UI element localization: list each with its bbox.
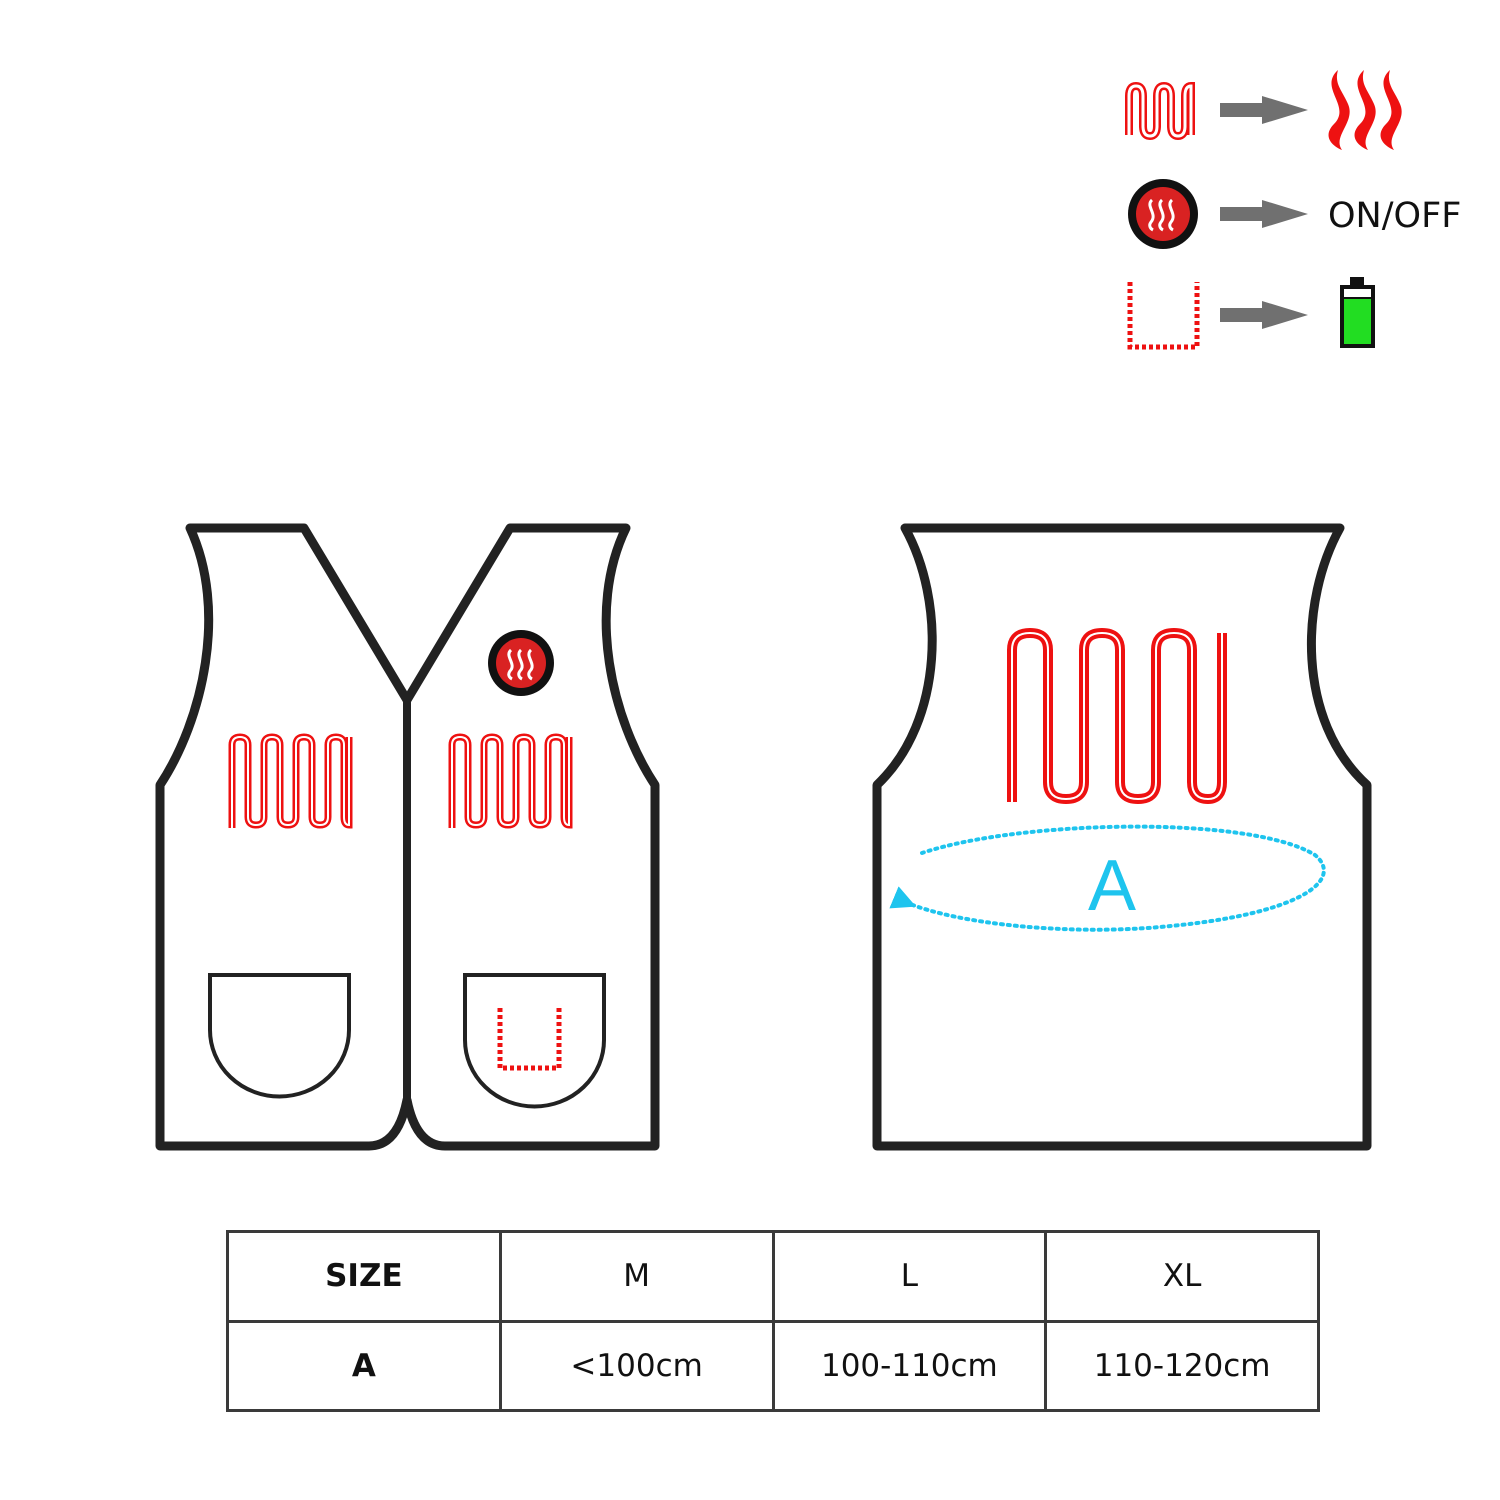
table-cell: L <box>771 1230 1048 1323</box>
heating-element-icon <box>448 733 573 829</box>
table-row: SIZE M L XL <box>226 1230 1320 1323</box>
table-row: A <100cm 100-110cm 110-120cm <box>226 1319 1320 1412</box>
table-cell: XL <box>1044 1230 1320 1323</box>
table-cell: 100-110cm <box>771 1319 1048 1412</box>
front-left-pocket <box>208 973 351 1099</box>
power-button-icon <box>488 630 554 696</box>
legend-on-off-label: ON/OFF <box>1328 196 1461 236</box>
measure-label-a: A <box>1088 846 1136 926</box>
heating-element-icon <box>1007 627 1227 805</box>
size-table: SIZE M L XL A <100cm 100-110cm 110-120cm <box>226 1230 1320 1412</box>
legend-battery-pocket-icon <box>1127 282 1200 350</box>
arrow-icon <box>1220 96 1308 124</box>
vest-back-outline <box>872 523 1372 1151</box>
chest-measurement-loop <box>889 824 1326 932</box>
table-cell: M <box>498 1230 775 1323</box>
front-right-pocket <box>463 973 606 1109</box>
vest-front-view <box>155 523 660 1151</box>
heat-waves-icon <box>1328 70 1402 150</box>
table-cell: <100cm <box>498 1319 775 1412</box>
battery-icon <box>1340 277 1375 348</box>
legend: ON/OFF <box>1125 70 1461 350</box>
table-cell: 110-120cm <box>1044 1319 1320 1412</box>
arrow-icon <box>1220 301 1308 329</box>
table-cell: SIZE <box>226 1230 502 1323</box>
heating-element-icon <box>228 733 353 829</box>
battery-pocket-icon <box>497 1008 562 1071</box>
table-cell: A <box>226 1319 502 1412</box>
legend-power-button-icon <box>1128 179 1198 249</box>
vest-back-view: A <box>872 523 1372 1151</box>
legend-heating-element-icon <box>1125 81 1195 141</box>
arrow-icon <box>1220 200 1308 228</box>
